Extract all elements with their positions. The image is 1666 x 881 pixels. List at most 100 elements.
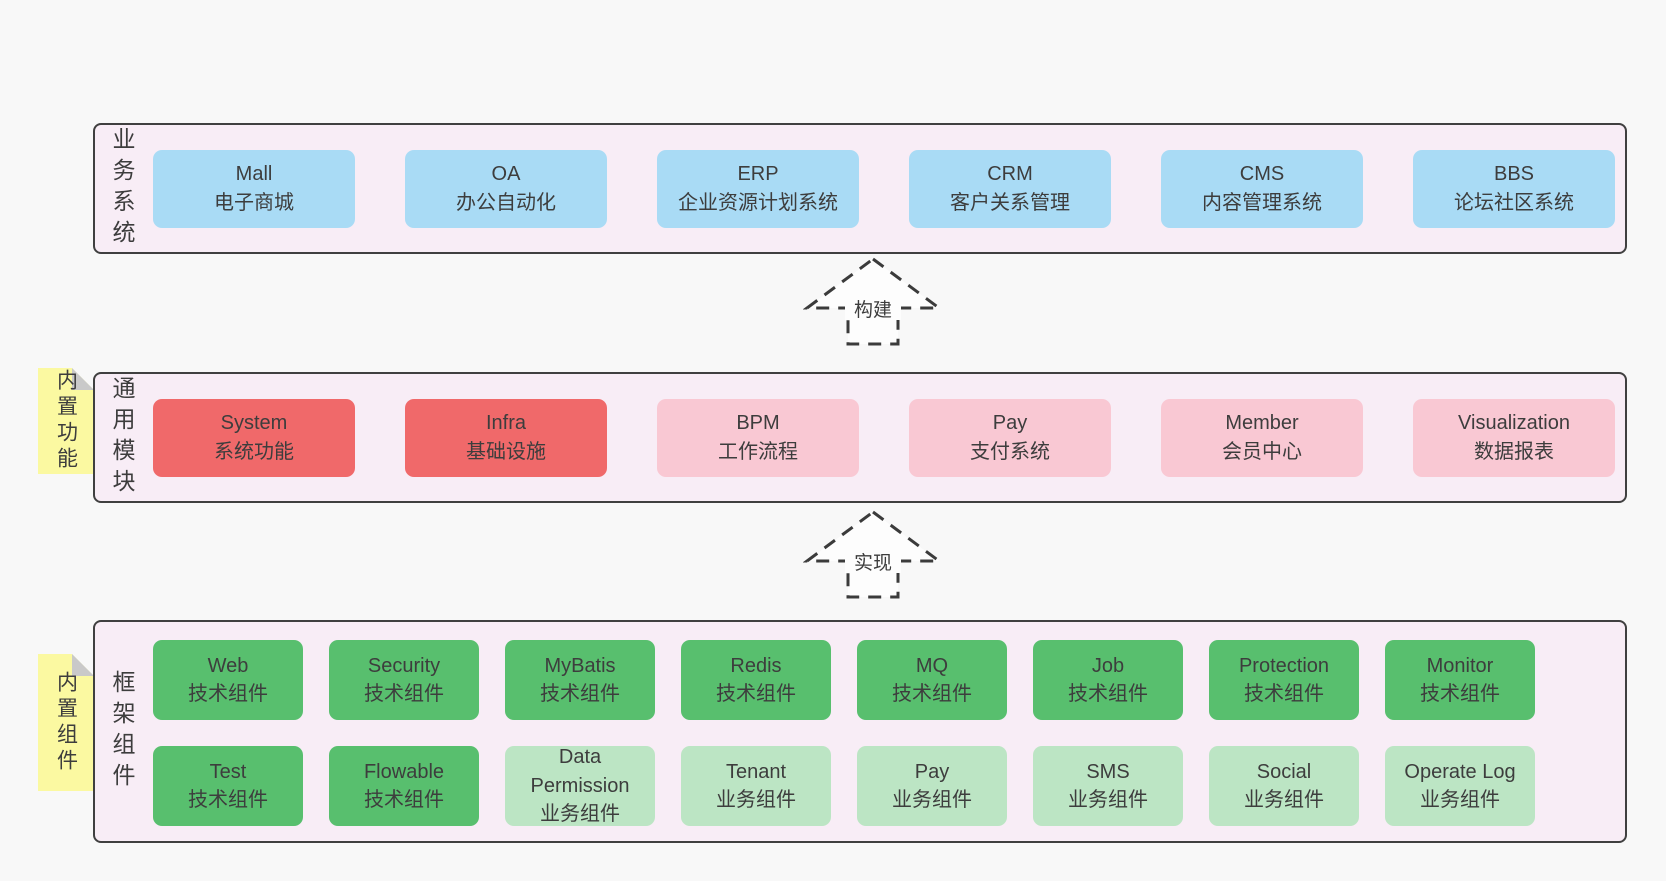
box-title: Pay (992, 412, 1028, 435)
box-protection: Protection 技术组件 (1209, 640, 1359, 720)
box-row: System 系统功能 Infra 基础设施 BPM 工作流程 Pay 支付系统… (153, 398, 1615, 477)
box-subtitle: 业务组件 (1068, 789, 1148, 811)
sticky-note-label: 内置功能 (54, 369, 78, 473)
box-subtitle: 业务组件 (540, 803, 620, 826)
box-title: Infra (485, 412, 527, 435)
box-title: Operate Log (1404, 760, 1516, 783)
box-data-permission: Data Permission 业务组件 (505, 746, 655, 826)
box-subtitle: 工作流程 (718, 440, 798, 463)
box-subtitle: 数据报表 (1474, 440, 1554, 463)
box-title: MQ (915, 654, 949, 677)
sticky-note-built-in-features: 内置功能 (38, 368, 94, 474)
box-flowable: Flowable 技术组件 (329, 746, 479, 826)
box-subtitle: 技术组件 (1420, 683, 1500, 705)
box-subtitle: 业务组件 (1420, 789, 1500, 811)
box-title: Flowable (363, 760, 445, 783)
box-title: Protection (1238, 654, 1330, 677)
box-oa: OA 办公自动化 (405, 149, 607, 228)
box-subtitle: 技术组件 (1068, 683, 1148, 705)
box-title: BPM (736, 412, 780, 435)
box-subtitle: 技术组件 (716, 683, 796, 705)
box-pay-component: Pay 业务组件 (857, 746, 1007, 826)
box-tenant: Tenant 业务组件 (681, 746, 831, 826)
up-arrow-build: 构建 (803, 257, 943, 346)
box-subtitle: 业务组件 (716, 789, 796, 811)
box-member: Member 会员中心 (1161, 398, 1363, 477)
box-title: Member (1225, 412, 1299, 435)
box-subtitle: 会员中心 (1222, 440, 1302, 463)
box-title: OA (491, 163, 521, 186)
box-row: Mall 电子商城 OA 办公自动化 ERP 企业资源计划系统 CRM 客户关系… (153, 149, 1615, 228)
box-title: Pay (914, 760, 950, 783)
box-cms: CMS 内容管理系统 (1161, 149, 1363, 228)
arrow-label: 构建 (854, 299, 892, 321)
box-title: Security (367, 654, 441, 677)
band-framework-components: 框架组件 Web 技术组件 Security 技术组件 MyBatis 技术组件… (93, 620, 1627, 843)
box-sms: SMS 业务组件 (1033, 746, 1183, 826)
box-mybatis: MyBatis 技术组件 (505, 640, 655, 720)
box-subtitle: 论坛社区系统 (1454, 191, 1574, 214)
box-mall: Mall 电子商城 (153, 149, 355, 228)
box-security: Security 技术组件 (329, 640, 479, 720)
box-title: Redis (730, 654, 782, 677)
box-monitor: Monitor 技术组件 (1385, 640, 1535, 720)
box-subtitle: 系统功能 (214, 440, 294, 463)
band-common-modules: 通用模块 System 系统功能 Infra 基础设施 BPM 工作流程 Pay… (93, 372, 1627, 503)
box-system: System 系统功能 (153, 398, 355, 477)
box-subtitle: 基础设施 (466, 440, 546, 463)
box-bbs: BBS 论坛社区系统 (1413, 149, 1615, 228)
box-subtitle: 业务组件 (892, 789, 972, 811)
box-title: Visualization (1458, 412, 1570, 435)
up-arrow-implement: 实现 (803, 510, 943, 599)
box-redis: Redis 技术组件 (681, 640, 831, 720)
box-subtitle: 技术组件 (1244, 683, 1324, 705)
box-subtitle: 技术组件 (540, 683, 620, 705)
box-test: Test 技术组件 (153, 746, 303, 826)
box-title: Data Permission (530, 746, 630, 797)
box-subtitle: 内容管理系统 (1202, 191, 1322, 214)
box-title: ERP (737, 163, 779, 186)
box-crm: CRM 客户关系管理 (909, 149, 1111, 228)
box-subtitle: 技术组件 (188, 789, 268, 811)
sticky-note-label: 内置组件 (54, 670, 78, 775)
band-label: 业务系统 (109, 126, 135, 251)
box-title: MyBatis (544, 654, 616, 677)
box-bpm: BPM 工作流程 (657, 398, 859, 477)
box-title: System (220, 412, 288, 435)
box-infra: Infra 基础设施 (405, 398, 607, 477)
box-social: Social 业务组件 (1209, 746, 1359, 826)
box-pay-system: Pay 支付系统 (909, 398, 1111, 477)
band-label: 通用模块 (109, 375, 135, 500)
box-subtitle: 支付系统 (970, 440, 1050, 463)
box-mq: MQ 技术组件 (857, 640, 1007, 720)
box-title: Mall (235, 163, 273, 186)
arrow-label-backdrop (845, 297, 901, 320)
box-title: SMS (1086, 760, 1130, 783)
box-web: Web 技术组件 (153, 640, 303, 720)
box-title: Tenant (725, 760, 787, 783)
box-title: Test (209, 760, 247, 783)
box-title: BBS (1493, 163, 1535, 186)
box-row: Web 技术组件 Security 技术组件 MyBatis 技术组件 Redi… (153, 640, 1535, 720)
box-title: Monitor (1426, 654, 1494, 677)
box-title: Web (207, 654, 249, 677)
box-subtitle: 办公自动化 (456, 191, 556, 214)
arrow-label: 实现 (854, 552, 892, 574)
box-subtitle: 电子商城 (214, 191, 294, 214)
box-subtitle: 技术组件 (892, 683, 972, 705)
box-job: Job 技术组件 (1033, 640, 1183, 720)
box-title: CRM (987, 163, 1033, 186)
box-subtitle: 客户关系管理 (950, 191, 1070, 214)
box-subtitle: 企业资源计划系统 (678, 191, 838, 214)
band-business-systems: 业务系统 Mall 电子商城 OA 办公自动化 ERP 企业资源计划系统 CRM… (93, 123, 1627, 254)
box-subtitle: 技术组件 (364, 789, 444, 811)
box-subtitle: 技术组件 (188, 683, 268, 705)
band-label: 框架组件 (109, 669, 135, 794)
arrow-label-backdrop (845, 550, 901, 573)
box-title: Social (1256, 760, 1312, 783)
box-subtitle: 技术组件 (364, 683, 444, 705)
box-visualization: Visualization 数据报表 (1413, 398, 1615, 477)
box-row: Test 技术组件 Flowable 技术组件 Data Permission … (153, 746, 1535, 826)
box-operate-log: Operate Log 业务组件 (1385, 746, 1535, 826)
